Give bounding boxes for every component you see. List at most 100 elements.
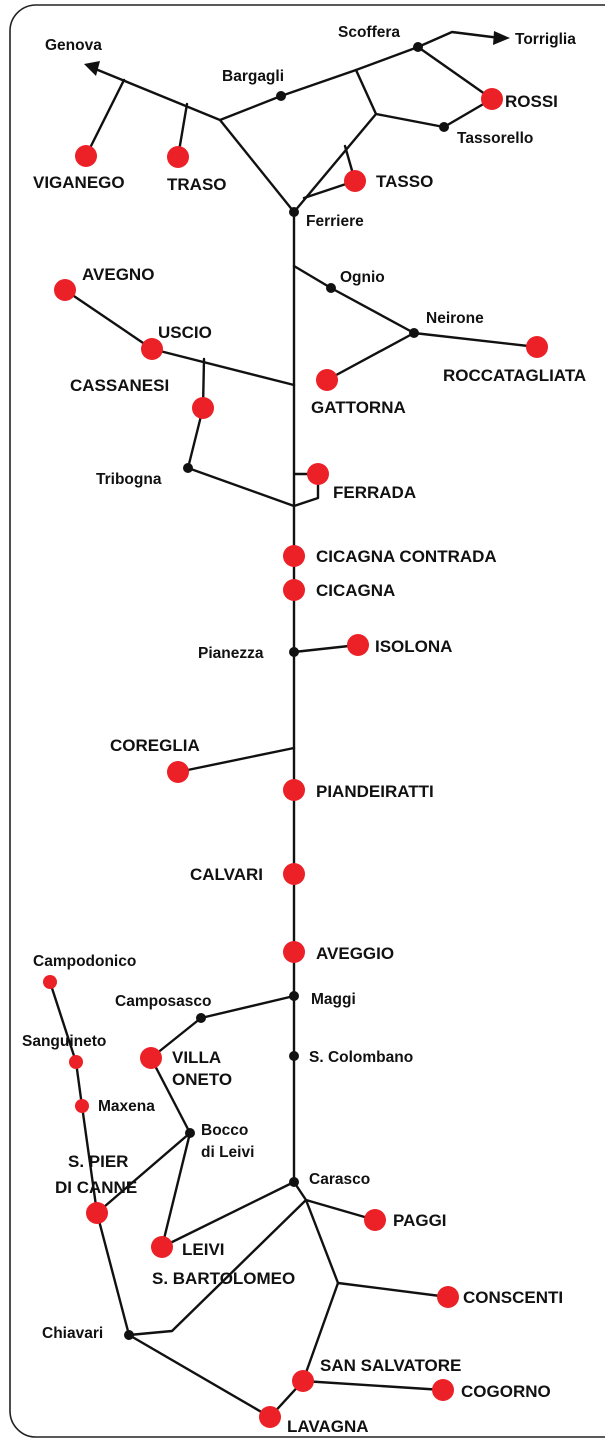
stop-lavagna bbox=[259, 1406, 281, 1428]
road-uscio-gattorna bbox=[150, 347, 296, 387]
road-scoffera-rossi bbox=[416, 45, 494, 101]
stop-san-salvatore bbox=[292, 1370, 314, 1392]
label-calvari: CALVARI bbox=[190, 865, 263, 884]
label-s-pier-line2: DI CANNE bbox=[55, 1178, 137, 1197]
label-gattorna: GATTORNA bbox=[311, 398, 406, 417]
stop-gattorna bbox=[316, 369, 338, 391]
label-villa-oneto-line1: VILLA bbox=[172, 1048, 221, 1067]
label-cicagna-contrada: CICAGNA CONTRADA bbox=[316, 547, 497, 566]
label-cassanesi: CASSANESI bbox=[70, 376, 169, 395]
stop-paggi bbox=[364, 1209, 386, 1231]
label-traso: TRASO bbox=[167, 175, 227, 194]
label-villa-oneto-line2: ONETO bbox=[172, 1070, 232, 1089]
junction-chiavari bbox=[124, 1330, 134, 1340]
label-torriglia: Torriglia bbox=[515, 31, 576, 48]
road-tribogna-ferrada bbox=[186, 466, 296, 508]
road-bocco-leivi bbox=[160, 1131, 192, 1249]
stop-roccatagliata bbox=[526, 336, 548, 358]
stop-cicagna-contrada bbox=[283, 545, 305, 567]
stop-maxena bbox=[75, 1099, 89, 1113]
label-lavagna: LAVAGNA bbox=[287, 1417, 369, 1436]
road-ognio-neirone bbox=[292, 264, 539, 349]
road-chiavari-lavagna bbox=[127, 1333, 272, 1419]
road-bargagli-scoffera bbox=[218, 30, 502, 122]
label-cicagna: CICAGNA bbox=[316, 581, 395, 600]
junction-bocco bbox=[185, 1128, 195, 1138]
road-tassorello-junction bbox=[374, 112, 446, 129]
stop-campodonico bbox=[43, 975, 57, 989]
label-bocco-line1: Bocco bbox=[201, 1122, 248, 1139]
arrow-genova-icon bbox=[84, 61, 100, 76]
label-leivi: LEIVI bbox=[182, 1240, 225, 1259]
stop-piandeiratti bbox=[283, 779, 305, 801]
road-coreglia-branch bbox=[176, 746, 296, 774]
label-isolona: ISOLONA bbox=[375, 637, 452, 656]
stop-ferrada bbox=[307, 463, 329, 485]
label-bocco-line2: di Leivi bbox=[201, 1144, 254, 1161]
road-carasco-leivi bbox=[160, 1180, 296, 1249]
road-neirone-gattorna bbox=[325, 331, 416, 382]
label-ognio: Ognio bbox=[340, 269, 385, 286]
junction-scoffera bbox=[413, 42, 423, 52]
road-ferrada-loop bbox=[292, 472, 320, 508]
junction-tribogna bbox=[183, 463, 193, 473]
arrow-torriglia-icon bbox=[493, 31, 510, 45]
label-san-salvatore: SAN SALVATORE bbox=[320, 1356, 461, 1375]
stop-leivi bbox=[151, 1236, 173, 1258]
label-rossi: ROSSI bbox=[505, 92, 558, 111]
stop-conscenti bbox=[437, 1286, 459, 1308]
stop-tasso bbox=[344, 170, 366, 192]
junction-neirone bbox=[409, 328, 419, 338]
label-genova: Genova bbox=[45, 37, 102, 54]
junction-s-colombano bbox=[289, 1051, 299, 1061]
label-campodonico: Campodonico bbox=[33, 953, 136, 970]
junction-carasco bbox=[289, 1177, 299, 1187]
road-network bbox=[48, 30, 539, 1419]
label-avegno: AVEGNO bbox=[82, 265, 154, 284]
label-neirone: Neirone bbox=[426, 310, 484, 327]
label-maggi: Maggi bbox=[311, 991, 356, 1008]
label-camposasco: Camposasco bbox=[115, 993, 211, 1010]
stop-uscio bbox=[141, 338, 163, 360]
junction-ferriere bbox=[289, 207, 299, 217]
label-chiavari: Chiavari bbox=[42, 1325, 103, 1342]
road-sansalvatore-cogorno bbox=[301, 1379, 445, 1392]
label-piandeiratti: PIANDEIRATTI bbox=[316, 782, 434, 801]
road-maggi-camposasco bbox=[199, 994, 296, 1020]
stop-viganego bbox=[75, 145, 97, 167]
stop-cicagna bbox=[283, 579, 305, 601]
label-bargagli: Bargagli bbox=[222, 68, 284, 85]
map-frame bbox=[9, 4, 605, 1438]
label-viganego: VIGANEGO bbox=[33, 173, 125, 192]
label-carasco: Carasco bbox=[309, 1171, 370, 1188]
label-paggi: PAGGI bbox=[393, 1211, 447, 1230]
label-pianezza: Pianezza bbox=[198, 645, 264, 662]
junction-pianezza bbox=[289, 647, 299, 657]
label-ferriere: Ferriere bbox=[306, 213, 364, 230]
stop-cogorno bbox=[432, 1379, 454, 1401]
junctions bbox=[124, 42, 449, 1340]
road-avegno-uscio bbox=[63, 288, 154, 351]
stop-rossi bbox=[481, 88, 503, 110]
label-conscenti: CONSCENTI bbox=[463, 1288, 563, 1307]
stop-villa-oneto bbox=[140, 1047, 162, 1069]
label-roccatagliata: ROCCATAGLIATA bbox=[443, 366, 586, 385]
junction-tassorello bbox=[439, 122, 449, 132]
label-s-bartolomeo: S. BARTOLOMEO bbox=[152, 1269, 295, 1288]
stop-s-pier-di-canne bbox=[86, 1202, 108, 1224]
road-villa-bocco bbox=[149, 1056, 192, 1135]
stop-aveggio bbox=[283, 941, 305, 963]
label-s-colombano: S. Colombano bbox=[309, 1049, 413, 1066]
label-ferrada: FERRADA bbox=[333, 483, 416, 502]
label-maxena: Maxena bbox=[98, 1098, 155, 1115]
junction-camposasco bbox=[196, 1013, 206, 1023]
label-tribogna: Tribogna bbox=[96, 471, 162, 488]
label-s-pier-line1: S. PIER bbox=[68, 1152, 128, 1171]
label-cogorno: COGORNO bbox=[461, 1382, 551, 1401]
label-aveggio: AVEGGIO bbox=[316, 944, 394, 963]
road-viganego-branch bbox=[84, 78, 126, 158]
label-uscio: USCIO bbox=[158, 323, 212, 342]
label-tassorello: Tassorello bbox=[457, 130, 533, 147]
junction-maggi bbox=[289, 991, 299, 1001]
